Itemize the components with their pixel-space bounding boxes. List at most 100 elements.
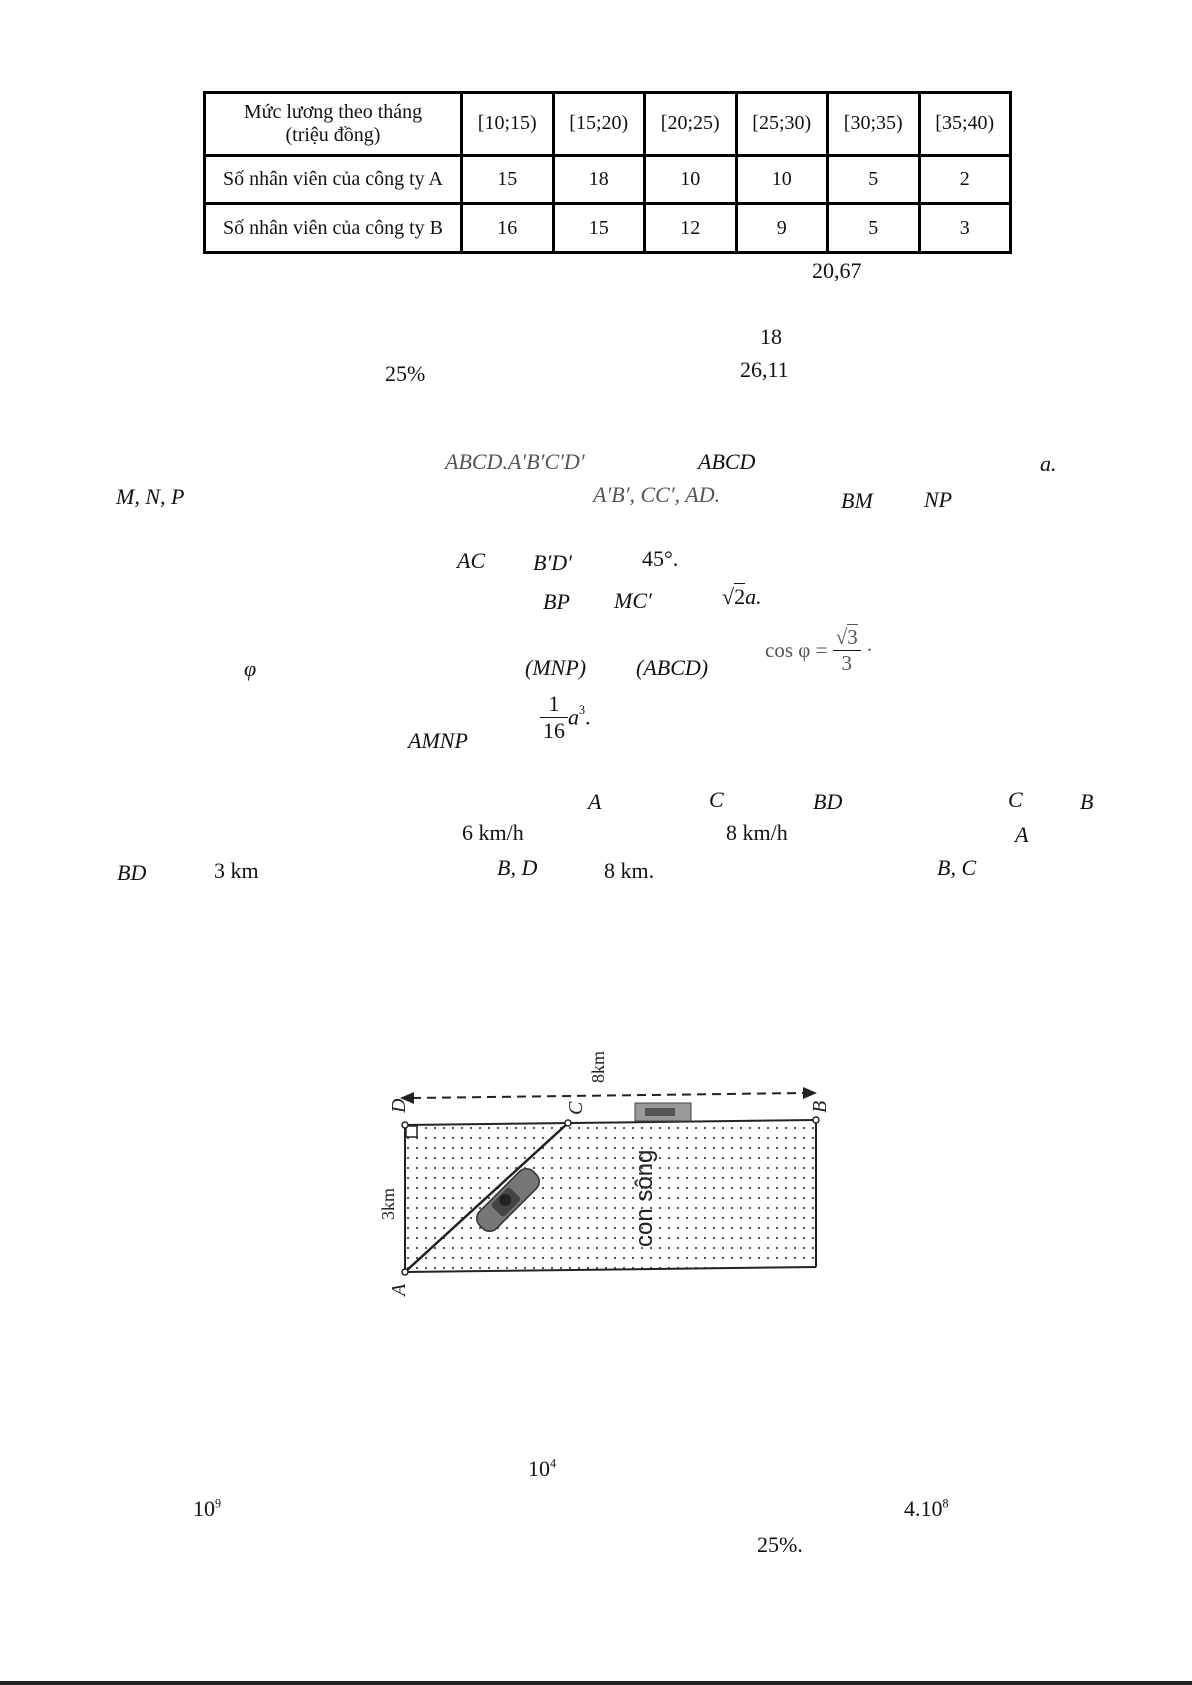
table-header-cell: [25;30): [734, 91, 829, 157]
fraction-den: 16: [543, 718, 565, 743]
dot: ·: [866, 638, 873, 662]
segment-ac: AC: [457, 548, 486, 573]
edge-a: a.: [1040, 451, 1057, 476]
points-bd: B, D: [497, 855, 538, 880]
power-10-4: 104: [528, 1456, 556, 1482]
value-25-percent: 25%: [385, 361, 426, 386]
table-header-row: Mức lương theo tháng (triệu đồng) [10;15…: [203, 91, 1012, 157]
value-26-11: 26,11: [740, 357, 789, 382]
base-abcd: ABCD: [698, 449, 756, 474]
tetra-amnp: AMNP: [408, 728, 468, 753]
table-header-cell: [35;40): [917, 91, 1012, 157]
bank-top: [404, 1119, 817, 1126]
small-boat-icon: [634, 1102, 692, 1122]
base-4-10: 4.10: [904, 1496, 943, 1521]
exponent: 3: [579, 703, 586, 718]
fraction-den: 3: [841, 651, 852, 675]
var-a: a: [568, 704, 579, 730]
point-b-dot: [812, 1116, 820, 1124]
table-header-label: Mức lương theo tháng (triệu đồng): [203, 91, 463, 157]
segment-bd-prime: B′D′: [533, 550, 572, 575]
var-a: a.: [745, 584, 762, 609]
point-c-2: C: [1008, 787, 1023, 812]
angle-45: 45°.: [642, 546, 679, 571]
power-10-9: 109: [193, 1496, 221, 1522]
radicand: 2: [734, 583, 746, 609]
angle-phi: φ: [244, 656, 257, 681]
table-cell: 3: [917, 202, 1012, 254]
table-header-cell: [10;15): [460, 91, 555, 157]
table-cell: 15: [460, 153, 555, 206]
right-angle-marker: [405, 1125, 418, 1138]
exponent: 8: [942, 1496, 949, 1511]
point-a: A: [588, 789, 602, 814]
segment-bd: BD: [813, 789, 843, 814]
speed-8: 8 km/h: [726, 820, 788, 845]
points-mnp: M, N, P: [116, 484, 185, 509]
table-cell: 10: [643, 153, 738, 206]
fraction-num: 1: [540, 691, 568, 718]
base-10: 10: [528, 1456, 550, 1481]
salary-table: Mức lương theo tháng (triệu đồng) [10;15…: [203, 91, 1012, 254]
value-20-67: 20,67: [812, 258, 862, 283]
table-header-cell: [30;35): [826, 91, 921, 157]
header-line-1: Mức lương theo tháng: [243, 100, 423, 123]
point-c: C: [709, 787, 724, 812]
river-diagram: D C B A 8km 3km con sông: [378, 1051, 830, 1298]
fraction-1-16: 1 16: [540, 691, 568, 744]
row-label: Số nhân viên của công ty A: [203, 153, 463, 206]
label-8km: 8km: [588, 1051, 608, 1083]
point-d-dot: [401, 1121, 409, 1129]
plane-abcd: (ABCD): [636, 655, 709, 680]
base-10: 10: [193, 1496, 215, 1521]
table-header-cell: [15;20): [551, 91, 646, 157]
prism-name: ABCD.A′B′C′D′: [445, 449, 585, 474]
table-cell: 16: [460, 202, 555, 254]
cos-phi: cos φ =: [765, 638, 828, 662]
radicand: 3: [847, 624, 858, 649]
label-3km: 3km: [378, 1188, 398, 1220]
point-a-dot: [401, 1268, 409, 1276]
midpoint-edges: A′B′, CC′, AD.: [593, 482, 721, 507]
segment-mc-prime: MC′: [614, 588, 652, 613]
label-b: B: [809, 1101, 830, 1113]
plane-mnp: (MNP): [525, 655, 587, 680]
distance-8km: 8 km.: [604, 858, 655, 883]
fraction-num: √3: [832, 624, 861, 651]
dimension-8km: [411, 1092, 806, 1099]
cos-phi-equation: cos φ = √3 3 ·: [765, 624, 873, 676]
row-label: Số nhân viên của công ty B: [203, 202, 463, 254]
arrowhead-left-icon: [400, 1092, 414, 1104]
sqrt2-a: √2a.: [722, 583, 762, 610]
dot: .: [585, 704, 591, 730]
fraction-sqrt3-3: √3 3: [832, 624, 861, 676]
label-c: C: [565, 1101, 587, 1115]
segment-bm: BM: [841, 488, 873, 513]
label-a: A: [388, 1283, 410, 1298]
table-cell: 12: [643, 202, 738, 254]
path-ac: [404, 1122, 569, 1273]
distance-3km: 3 km: [214, 858, 259, 883]
bank-bottom: [404, 1266, 817, 1273]
segment-bd-2: BD: [117, 860, 147, 885]
table-row: Số nhân viên của công ty B 16 15 12 9 5 …: [203, 202, 1012, 254]
segment-bp: BP: [543, 589, 570, 614]
point-b: B: [1080, 789, 1094, 814]
bottom-rule: [0, 1681, 1192, 1685]
table-cell: 10: [734, 153, 829, 206]
table-cell: 15: [551, 202, 646, 254]
points-bc: B, C: [937, 855, 977, 880]
header-line-2: (triệu đồng): [285, 123, 381, 146]
point-a-2: A: [1015, 822, 1029, 847]
segment-np: NP: [924, 487, 953, 512]
table-header-cell: [20;25): [643, 91, 738, 157]
label-d: D: [388, 1098, 410, 1114]
value-18: 18: [760, 324, 782, 349]
sqrt-icon: √: [722, 584, 735, 609]
exponent: 4: [550, 1456, 557, 1471]
percent-25: 25%.: [757, 1532, 803, 1557]
volume-value: 1 16 a3.: [540, 691, 591, 744]
table-cell: 5: [826, 153, 921, 206]
table-cell: 9: [734, 202, 829, 254]
point-c-dot: [564, 1119, 572, 1127]
